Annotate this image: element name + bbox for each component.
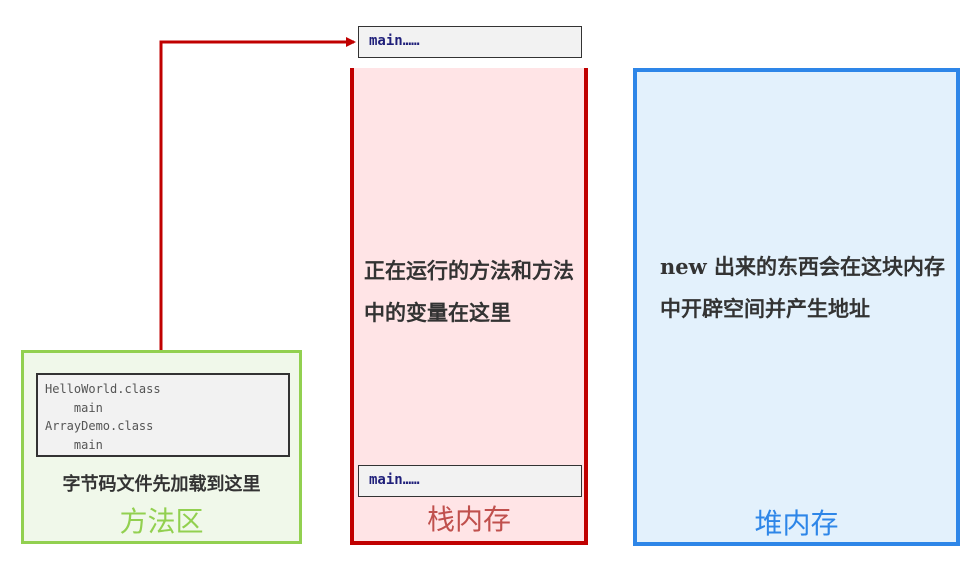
stack-title: 栈内存 (426, 503, 511, 536)
heap-description: new 出来的东西会在这块内存中开辟空间并产生地址 (660, 254, 946, 321)
stack-frame-top: main…… (358, 26, 582, 58)
method-area-caption: 字节码文件先加载到这里 (62, 474, 261, 495)
class-list-item: HelloWorld.class (45, 382, 161, 396)
method-area-title: 方法区 (119, 505, 204, 538)
class-list-item: ArrayDemo.class (45, 419, 154, 433)
class-list-item: main (45, 437, 103, 452)
heap-title: 堆内存 (754, 507, 839, 540)
heap-memory (633, 68, 960, 546)
stack-description: 正在运行的方法和方法中的变量在这里 (364, 258, 574, 325)
stack-frame-bottom: main…… (358, 465, 582, 497)
class-list-item: main (45, 400, 103, 415)
class-file-list: HelloWorld.class main ArrayDemo.class ma… (36, 373, 290, 457)
